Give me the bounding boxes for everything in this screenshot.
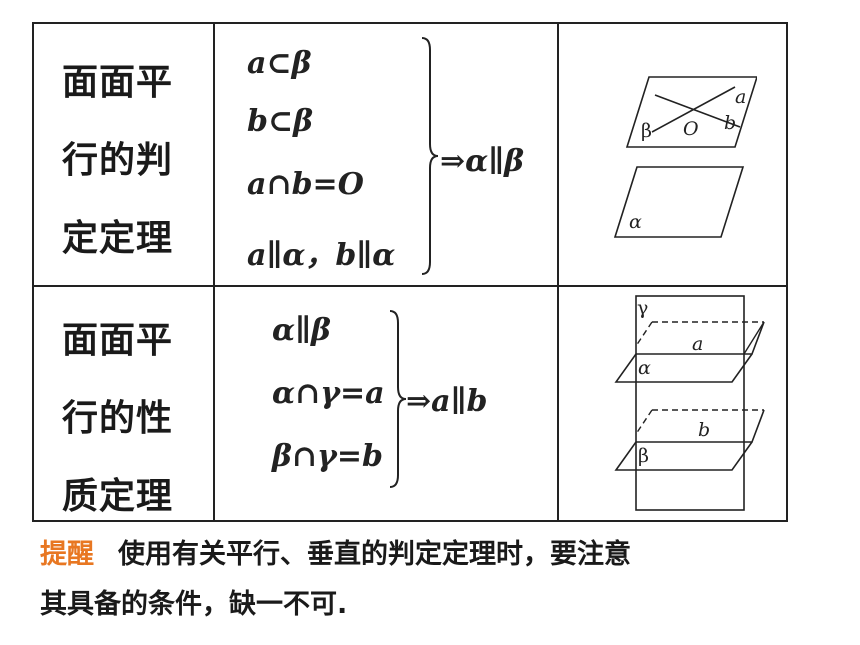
label-gamma: γ [637,297,648,319]
row2-title-line2: 行的性 [62,398,174,439]
remark-tag: 提醒 [40,539,94,570]
label-alpha: α [629,211,642,233]
row2-title-line3: 质定理 [62,476,174,517]
row1-condition-2: b⊂β [247,104,314,139]
label-line-b-2: b [698,419,710,441]
line-b [651,86,736,133]
row1-right-brace [421,37,439,275]
remark-note: 提醒使用有关平行、垂直的判定定理时，要注意 其具备的条件，缺一不可. [40,530,830,630]
label-line-a: a [735,86,746,108]
row2-conditions: α∥β α∩γ=a β∩γ=b [272,287,422,517]
remark-text-1: 使用有关平行、垂直的判定定理时，要注意 [118,539,631,570]
label-alpha-2: α [638,357,651,379]
row1-conditions: a⊂β b⊂β a∩b=O a∥α，b∥α [247,22,447,284]
table-row-divider [32,285,788,287]
label-beta-2: β [638,445,649,467]
row2-conclusion: ⇒a∥b [406,384,488,419]
label-beta: β [641,120,652,142]
label-line-b: b [724,112,736,134]
table-column-divider-1 [213,22,215,522]
table-border-bottom [32,520,788,522]
row2-right-brace [389,310,407,488]
line-a [654,94,741,128]
table-border-right [786,22,788,522]
remark-line1: 提醒使用有关平行、垂直的判定定理时，要注意 [40,530,830,580]
remark-line2: 其具备的条件，缺一不可. [40,589,348,620]
row2-title-line1: 面面平 [62,320,174,361]
table-border-left [32,22,34,522]
row2-condition-3: β∩γ=b [272,439,383,474]
row1-title-line3: 定定理 [62,218,174,259]
row1-diagram: β O a b α [613,76,757,238]
row2-diagram: γ α a β b [614,295,765,511]
row2-title: 面面平 行的性 质定理 [62,302,173,536]
table-border-top [32,22,788,24]
row1-conclusion: ⇒α∥β [440,144,525,179]
plane-alpha [613,166,745,238]
row1-title: 面面平 行的判 定定理 [62,44,173,278]
row1-title-line2: 行的判 [62,140,174,181]
row1-condition-3: a∩b=O [247,167,364,202]
row2-condition-2: α∩γ=a [272,376,385,411]
row1-condition-1: a⊂β [247,46,312,81]
plane-beta [625,76,757,148]
theorem-table: 面面平 行的判 定定理 a⊂β b⊂β a∩b=O a∥α，b∥α ⇒α∥β β… [32,22,788,522]
row1-condition-4: a∥α，b∥α [247,238,396,273]
plane-gamma [635,295,745,511]
label-line-a-2: a [692,333,703,355]
label-point-o: O [683,118,699,140]
table-column-divider-2 [557,22,559,522]
row2-condition-1: α∥β [272,313,331,348]
row1-title-line1: 面面平 [62,62,174,103]
